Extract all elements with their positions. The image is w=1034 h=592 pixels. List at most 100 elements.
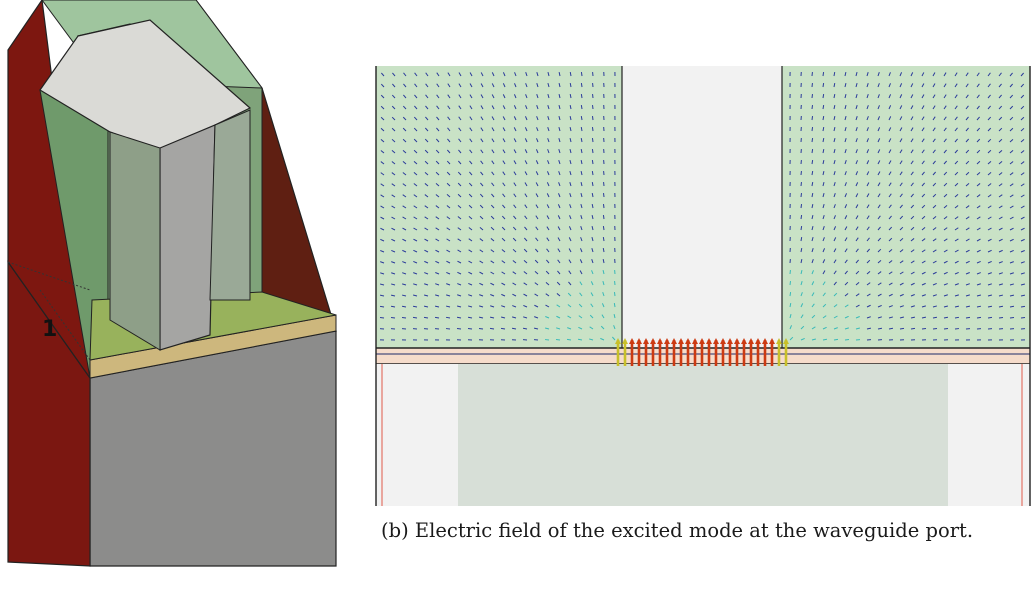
field-arrow <box>436 72 440 77</box>
field-arrow <box>976 305 982 308</box>
field-arrow <box>833 182 836 187</box>
field-arrow <box>1020 227 1025 231</box>
field-arrow <box>833 82 836 88</box>
field-arrow <box>479 204 484 209</box>
field-arrow <box>458 72 462 77</box>
field-arrow <box>445 316 451 319</box>
field-arrow <box>877 237 882 242</box>
field-arrow <box>569 171 572 176</box>
field-arrow <box>446 216 451 220</box>
field-arrow <box>535 182 539 187</box>
field-arrow <box>479 294 484 297</box>
field-arrow <box>855 226 859 231</box>
field-arrow-head <box>748 338 754 344</box>
field-arrow <box>479 238 484 242</box>
field-arrow <box>943 149 947 154</box>
field-arrow <box>580 137 583 143</box>
field-arrow <box>557 259 561 264</box>
field-arrow <box>556 304 561 308</box>
field-arrow <box>888 260 893 264</box>
field-arrow <box>546 215 550 220</box>
field-arrow <box>380 139 385 143</box>
field-arrow <box>899 193 903 198</box>
field-arrow <box>579 270 583 275</box>
field-arrow <box>976 227 981 231</box>
field-arrow <box>436 127 440 132</box>
field-arrow <box>822 303 827 308</box>
field-arrow <box>800 258 803 264</box>
field-arrow <box>987 305 993 308</box>
field-arrow-head <box>671 338 677 344</box>
field-arrow <box>558 127 561 132</box>
field-arrow <box>447 83 451 88</box>
field-arrow <box>844 182 847 187</box>
field-arrow <box>1009 138 1014 143</box>
air-region-left <box>376 66 622 348</box>
field-arrow <box>800 281 803 286</box>
field-arrow <box>822 315 827 319</box>
field-arrow <box>435 138 440 143</box>
field-arrow <box>965 238 970 242</box>
field-arrow <box>987 194 992 198</box>
field-arrow <box>954 271 959 275</box>
field-arrow <box>899 171 903 176</box>
field-arrow <box>547 149 550 154</box>
field-arrow <box>424 260 429 264</box>
field-arrow <box>490 226 495 231</box>
field-arrow <box>877 316 882 319</box>
field-arrow <box>789 291 792 297</box>
field-arrow <box>910 72 914 77</box>
field-arrow-head <box>720 338 726 344</box>
field-arrow <box>910 327 916 330</box>
field-arrow <box>910 116 914 121</box>
field-arrow <box>567 315 572 319</box>
field-arrow <box>932 204 937 209</box>
field-arrow <box>524 204 528 209</box>
field-arrow <box>844 226 848 231</box>
field-arrow <box>954 149 959 154</box>
field-arrow <box>855 138 858 143</box>
field-arrow <box>822 292 826 297</box>
field-arrow <box>601 303 605 308</box>
field-arrow <box>976 72 980 77</box>
field-arrow <box>435 149 440 154</box>
field-arrow <box>965 205 970 209</box>
field-arrow <box>1020 83 1025 88</box>
field-arrow <box>822 259 826 264</box>
field-arrow <box>987 272 992 275</box>
field-arrow <box>943 205 948 209</box>
field-arrow <box>954 105 958 110</box>
field-arrow <box>425 94 429 99</box>
field-arrow <box>965 272 970 275</box>
field-arrow <box>833 115 836 121</box>
field-arrow <box>557 248 561 253</box>
field-arrow <box>413 249 418 253</box>
field-arrow <box>976 316 982 319</box>
field-arrow <box>458 94 462 99</box>
field-arrow <box>910 83 914 88</box>
field-arrow <box>910 94 914 99</box>
field-arrow <box>954 116 958 121</box>
field-arrow <box>1020 183 1025 187</box>
field-arrow <box>534 248 539 253</box>
field-arrow <box>954 94 958 99</box>
field-arrow <box>413 160 418 165</box>
field-arrow <box>579 259 583 264</box>
field-arrow <box>921 182 925 187</box>
field-arrow <box>413 272 418 275</box>
field-arrow <box>987 83 991 88</box>
field-arrow <box>602 236 605 242</box>
field-arrow <box>998 261 1003 264</box>
field-arrow <box>910 105 914 110</box>
field-arrow <box>414 72 418 77</box>
field-arrow <box>380 172 385 176</box>
field-arrow <box>833 304 838 308</box>
field-arrow <box>403 83 407 88</box>
field-arrow <box>391 138 396 143</box>
field-arrow <box>833 215 836 220</box>
field-arrow <box>965 171 970 176</box>
field-arrow <box>888 160 892 165</box>
field-arrow <box>578 303 583 308</box>
field-arrow <box>569 204 572 209</box>
field-arrow <box>921 260 926 264</box>
